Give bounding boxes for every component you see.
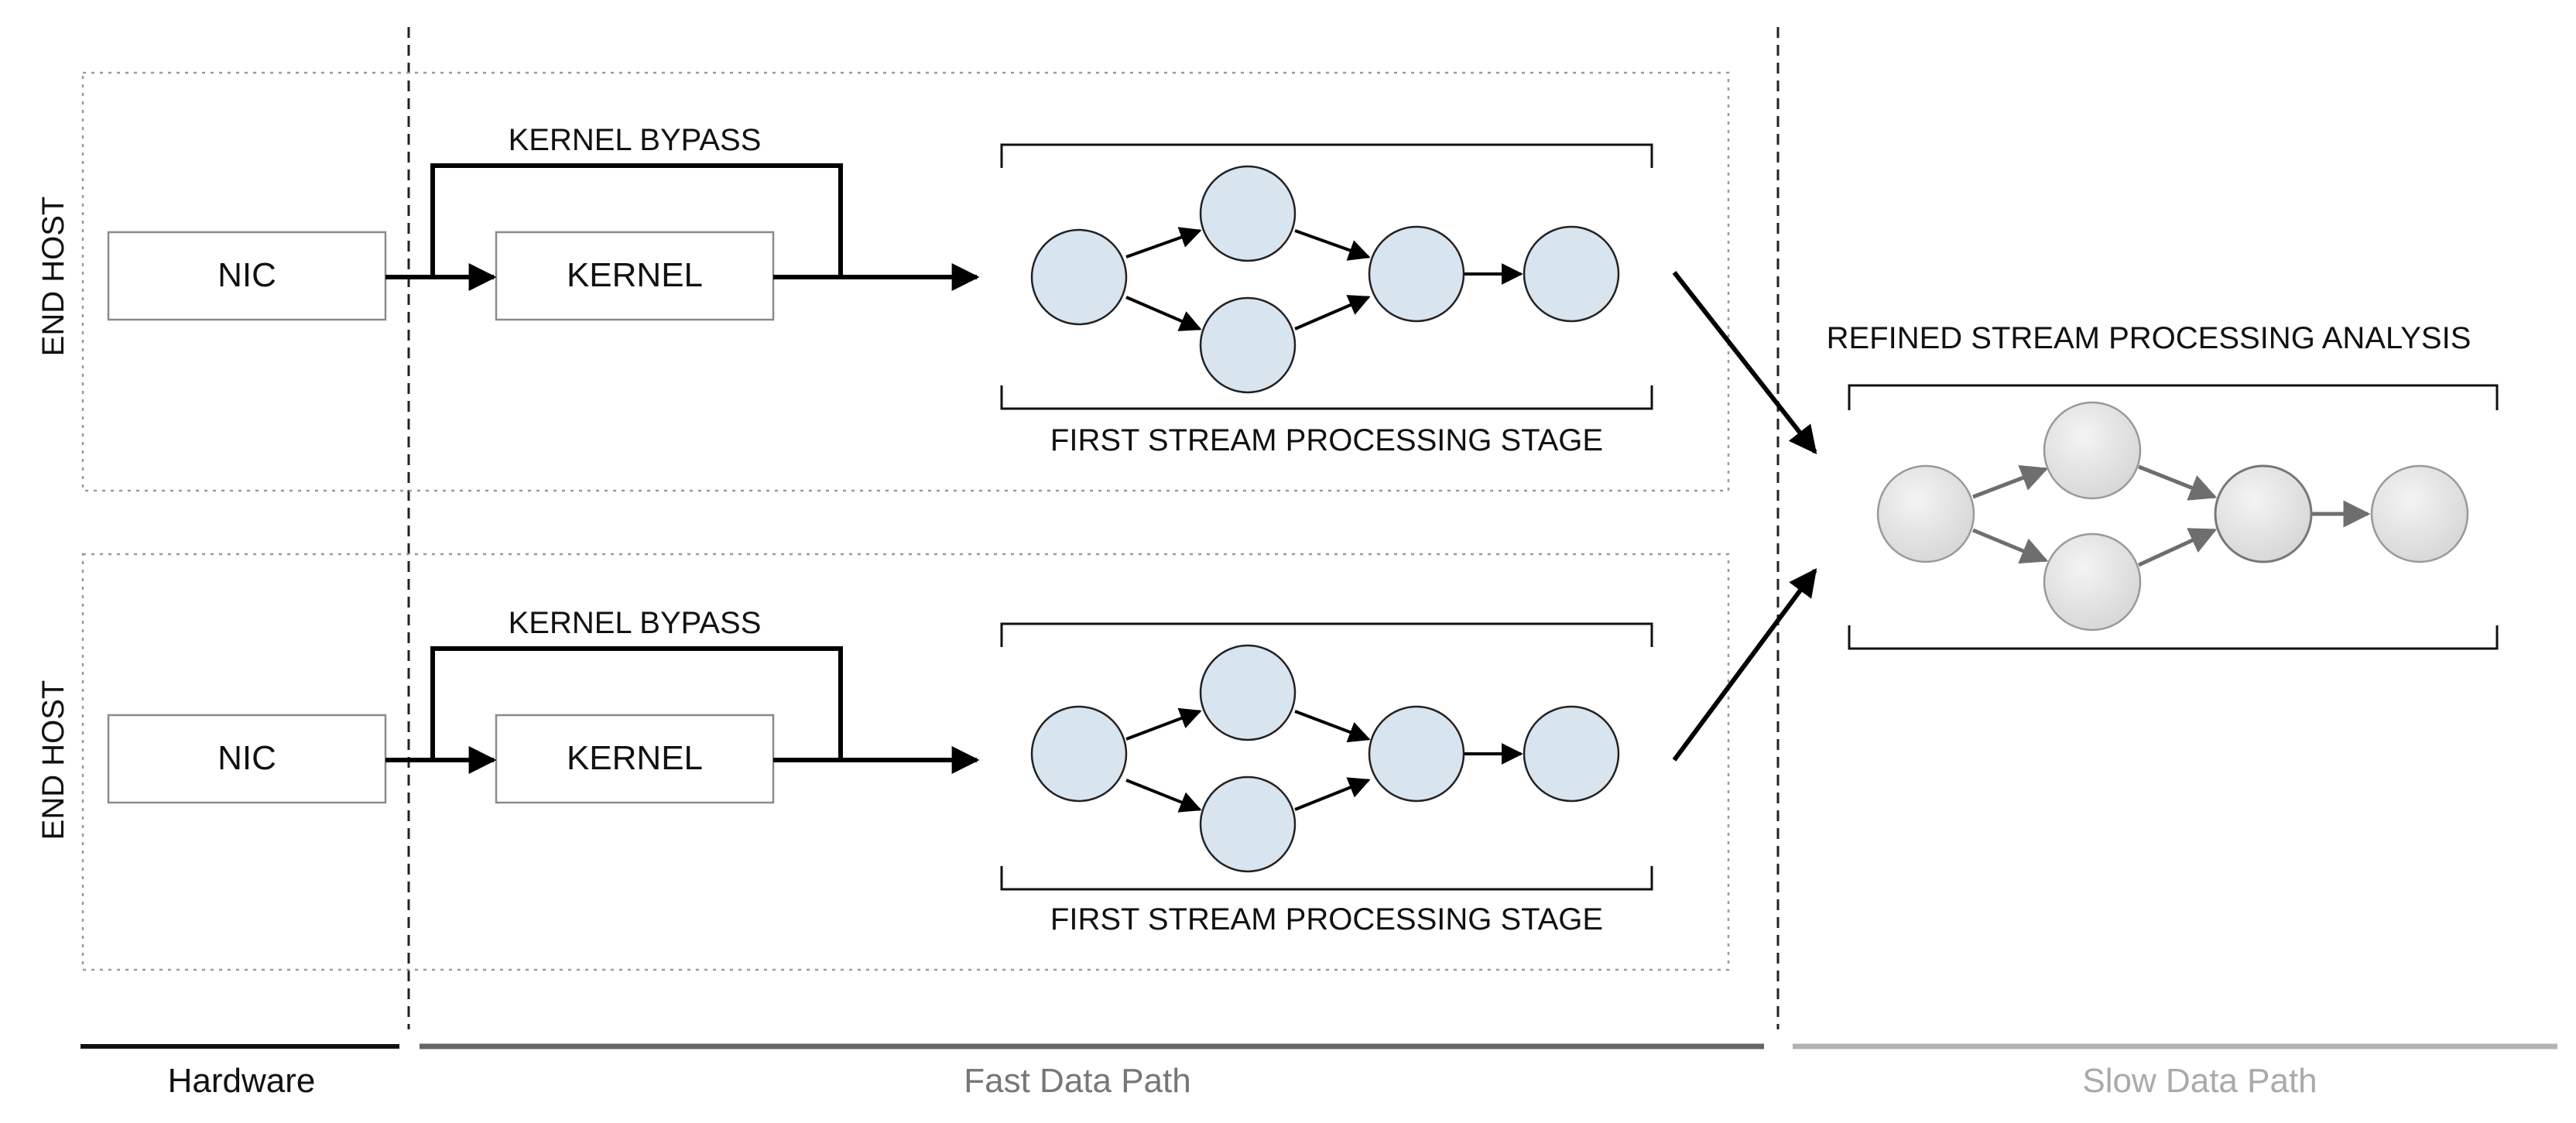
graph-node (1523, 225, 1620, 323)
graph-node (1876, 464, 1975, 563)
nic-label: NIC (218, 256, 276, 294)
graph-node (2043, 532, 2142, 632)
graph-node (1030, 228, 1128, 326)
graph-node (1368, 705, 1465, 803)
graph-edge (1294, 710, 1371, 743)
graph-node (1199, 296, 1297, 394)
fast-path-label: Fast Data Path (964, 1062, 1190, 1100)
graph-edge (2138, 464, 2218, 501)
kernel-label: KERNEL (567, 256, 703, 294)
stage-graph (1030, 644, 1620, 873)
refined-label: REFINED STREAM PROCESSING ANALYSIS (1827, 321, 2472, 355)
graph-node (2043, 401, 2142, 500)
graph-edge (2137, 528, 2218, 567)
first-stage-label: FIRST STREAM PROCESSING STAGE (1050, 902, 1603, 936)
end-host-label: END HOST (36, 680, 70, 841)
kernel-bypass-line (430, 163, 843, 277)
kernel-label: KERNEL (567, 739, 703, 777)
host2-to-refined-arrow (1672, 568, 1817, 762)
first-stage-bracket (1000, 622, 1653, 891)
hardware-label: Hardware (168, 1062, 316, 1100)
graph-node (1199, 775, 1297, 873)
slow-path-label: Slow Data Path (2082, 1062, 2317, 1100)
graph-edge (1972, 528, 2049, 564)
graph-node (2214, 464, 2313, 563)
end-host-box (81, 71, 1730, 492)
kernel-bypass-line (430, 646, 843, 760)
refined-bracket (1848, 384, 2499, 650)
graph-node (1199, 644, 1297, 741)
stage-graph (1030, 165, 1620, 394)
refined-graph (1876, 401, 2469, 632)
graph-node (1030, 705, 1128, 803)
graph-node (1523, 705, 1620, 803)
footer: Hardware Fast Data Path Slow Data Path (80, 1043, 2557, 1100)
end-host-2: END HOST NIC KERNEL KERNEL BYPASS FIRST … (36, 553, 1730, 971)
end-host-1: END HOST NIC KERNEL KERNEL BYPASS FIRST … (36, 71, 1730, 492)
graph-edge (1294, 777, 1371, 811)
graph-edge (1294, 229, 1371, 261)
graph-edge (1125, 707, 1202, 741)
graph-edge (1125, 296, 1202, 331)
kernel-box (495, 231, 775, 321)
first-stage-bracket (1000, 143, 1653, 410)
refined-analysis: REFINED STREAM PROCESSING ANALYSIS (1827, 321, 2499, 650)
graph-node (1368, 225, 1465, 323)
graph-edge (1294, 295, 1371, 330)
first-stage-label: FIRST STREAM PROCESSING STAGE (1050, 423, 1603, 457)
graph-node (2370, 464, 2469, 563)
end-host-label: END HOST (36, 197, 70, 357)
nic-label: NIC (218, 739, 276, 777)
nic-box (107, 231, 387, 321)
graph-edge (1125, 227, 1202, 258)
graph-node (1199, 165, 1297, 262)
graph-edge (1125, 779, 1202, 813)
host1-to-refined-arrow (1672, 271, 1817, 454)
kernel-bypass-label: KERNEL BYPASS (509, 606, 762, 640)
graph-edge (1972, 464, 2049, 499)
kernel-bypass-label: KERNEL BYPASS (509, 123, 762, 157)
